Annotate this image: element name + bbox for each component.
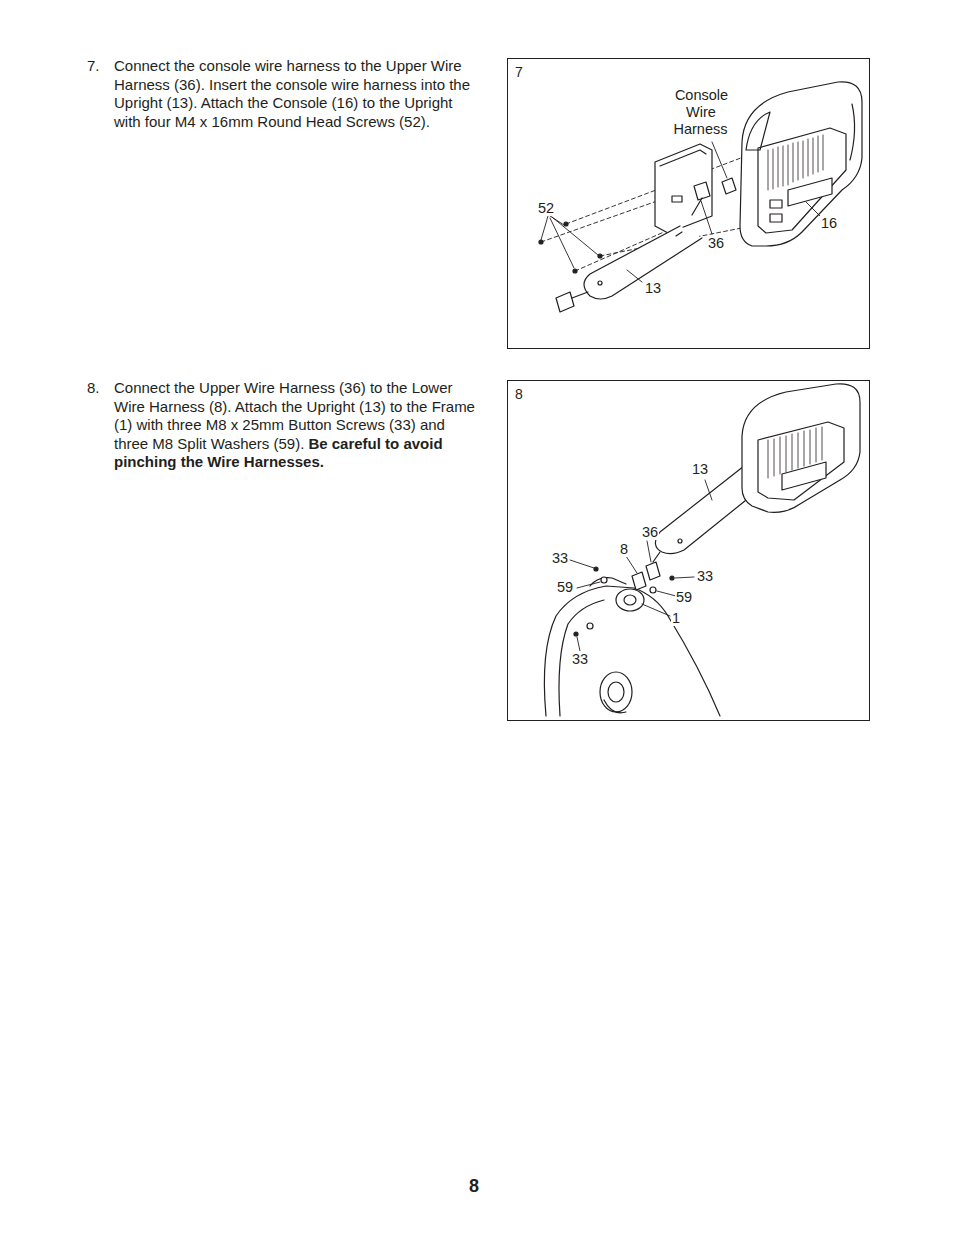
text: Connect the console wire harness to the … xyxy=(114,57,470,130)
callout-number: 52 xyxy=(537,200,555,217)
figure-number: 7 xyxy=(508,59,523,80)
instruction-text: Connect the console wire harness to the … xyxy=(114,57,476,131)
text: 36 xyxy=(707,235,725,251)
callout-number: 59 xyxy=(556,579,574,596)
text: 1 xyxy=(671,610,681,626)
text: 16 xyxy=(820,215,838,231)
text: 8. xyxy=(87,379,100,396)
callout-number: 13 xyxy=(691,461,709,478)
callout-number: 33 xyxy=(551,550,569,567)
callout-number: 36 xyxy=(707,235,725,252)
text: 33 xyxy=(571,651,589,667)
callout-number: 33 xyxy=(571,651,589,668)
callout-number: 8 xyxy=(619,541,629,558)
text: 13 xyxy=(644,280,662,296)
text: 33 xyxy=(696,568,714,584)
callout-number: Console Wire Harness xyxy=(668,87,734,138)
instruction-text: 7. xyxy=(87,57,100,76)
callout-number: 36 xyxy=(641,524,659,541)
text: 7. xyxy=(87,57,100,74)
text: 59 xyxy=(675,589,693,605)
callout-number: 33 xyxy=(696,568,714,585)
instruction-text: 8. xyxy=(87,379,100,398)
page-number: 8 xyxy=(469,1177,479,1196)
text: Console Wire Harness xyxy=(674,87,729,137)
figure-number: 8 xyxy=(508,381,523,402)
text: 8 xyxy=(469,1176,479,1196)
callout-number: 1 xyxy=(671,610,681,627)
callout-number: 59 xyxy=(675,589,693,606)
text: 33 xyxy=(551,550,569,566)
text: 59 xyxy=(556,579,574,595)
text: 52 xyxy=(537,200,555,216)
callout-number: 13 xyxy=(644,280,662,297)
text: 8 xyxy=(619,541,629,557)
instruction-text: Connect the Upper Wire Harness (36) to t… xyxy=(114,379,476,472)
callout-number: 16 xyxy=(820,215,838,232)
text: 36 xyxy=(641,524,659,540)
text: 13 xyxy=(691,461,709,477)
